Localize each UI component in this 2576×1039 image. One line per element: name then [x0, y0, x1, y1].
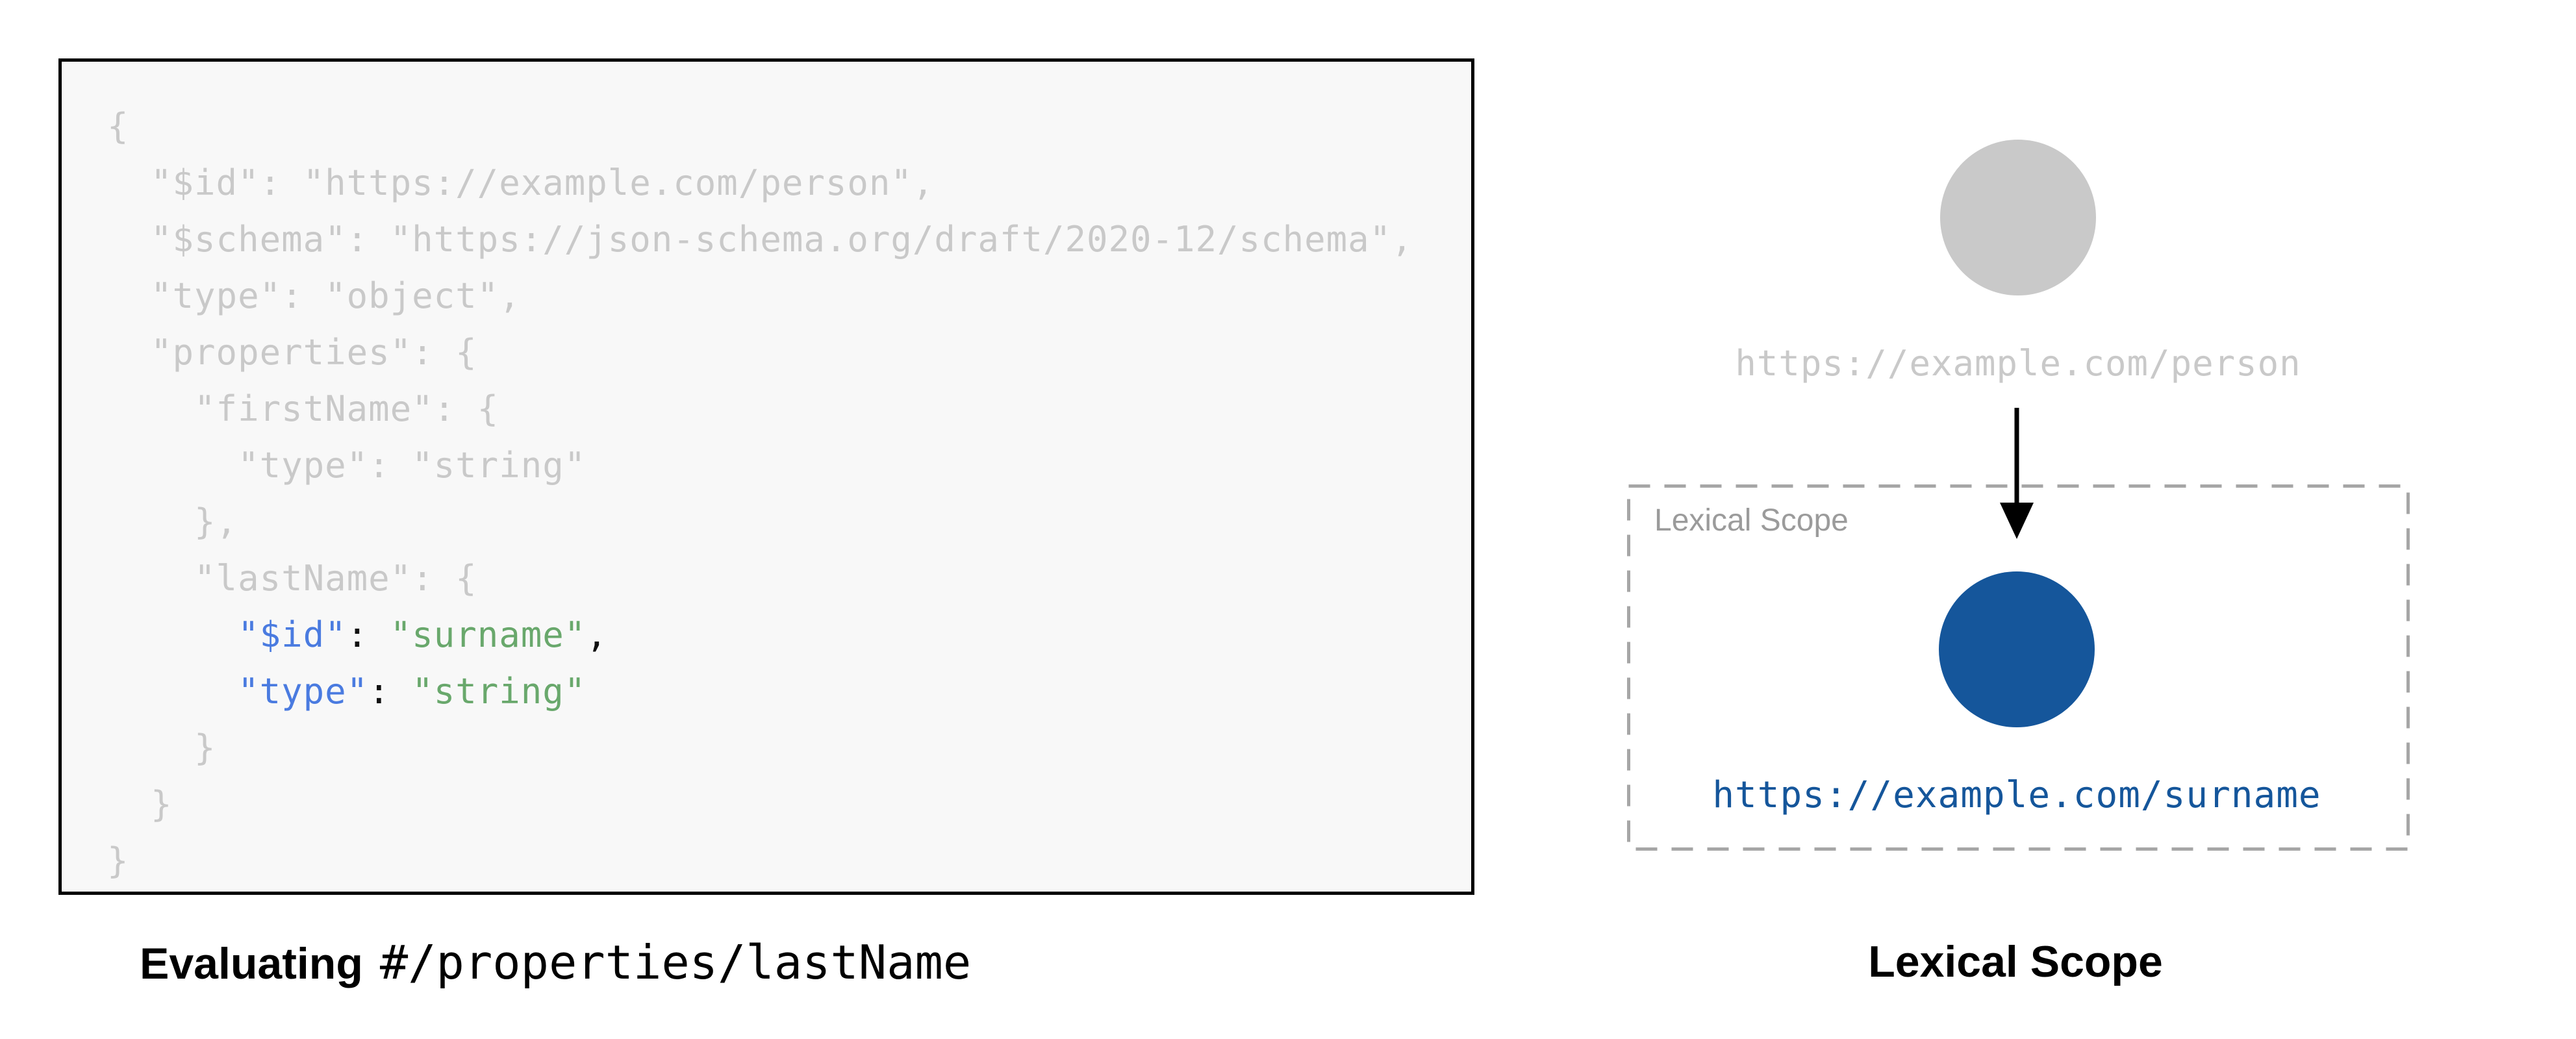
code-line: "$id": "https://example.com/person", — [107, 162, 935, 203]
code-line: { — [107, 106, 129, 147]
person-schema-node-circle — [1940, 140, 2096, 295]
code-line: "$id": "surname", — [238, 614, 608, 655]
surname-uri-label: https://example.com/surname — [1712, 774, 2321, 816]
code-line: "properties": { — [107, 332, 477, 373]
left-caption: Evaluating #/properties/lastName — [140, 935, 971, 1003]
code-line: } — [107, 840, 129, 881]
code-line: "$schema": "https://json-schema.org/draf… — [107, 219, 1413, 260]
code-line: "lastName": { — [107, 558, 477, 599]
code-line: "firstName": { — [107, 388, 499, 429]
left-caption-json-pointer: #/properties/lastName — [379, 935, 972, 990]
code-line: "type": "string" — [107, 445, 587, 486]
code-line: }, — [107, 501, 238, 542]
lexical-scope-box-label: Lexical Scope — [1654, 503, 1849, 538]
json-schema-code-panel: { "$id": "https://example.com/person", "… — [58, 58, 1474, 895]
surname-schema-node-circle — [1939, 571, 2095, 727]
down-arrow-icon — [2000, 408, 2034, 539]
code-line: } — [107, 784, 173, 825]
left-caption-prefix: Evaluating — [140, 939, 363, 988]
code-line: } — [107, 727, 216, 768]
code-line: "type": "string" — [238, 671, 587, 712]
person-uri-label: https://example.com/person — [1735, 343, 2301, 384]
code-line: "type": "object", — [107, 275, 521, 316]
right-caption: Lexical Scope — [1868, 937, 2163, 986]
